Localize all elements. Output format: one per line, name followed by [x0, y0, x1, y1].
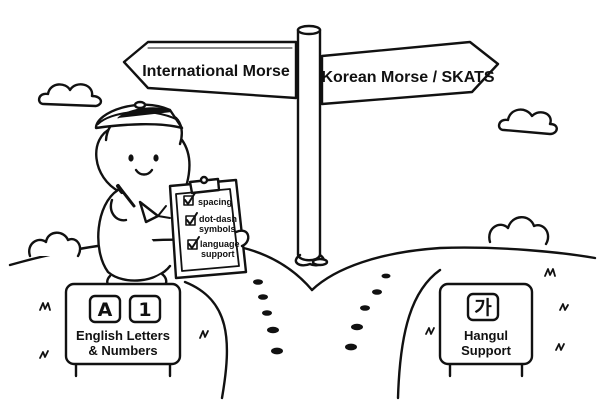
bush-left-icon: [28, 231, 82, 258]
english-board: [64, 282, 182, 378]
hangul-key-icon: 가: [474, 297, 492, 319]
left-direction-sign: [122, 40, 298, 100]
right-sign-label: Korean Morse / SKATS: [321, 69, 494, 86]
footprint-dots: [253, 273, 391, 355]
checklist-item-3-line-2: support: [201, 249, 235, 259]
checklist-item-2-line-1: dot-dash: [199, 214, 237, 224]
mascot-character: [94, 100, 191, 290]
checklist-item-1-line-1: spacing: [198, 197, 232, 207]
hangul-board-line-2: Support: [461, 343, 511, 358]
checklist-item-3-line-1: language: [200, 239, 240, 249]
number-key-icon: 1: [138, 299, 151, 321]
cloud-left-icon: [37, 83, 103, 108]
signpost: [294, 24, 329, 267]
right-direction-sign: [320, 40, 500, 106]
checklist-item-2: dot-dash symbols: [185, 212, 237, 234]
letter-key-icon: A: [98, 299, 113, 321]
cloud-right-icon: [497, 108, 558, 136]
checklist-item-1: spacing: [183, 192, 232, 207]
bush-right-icon: [488, 216, 550, 246]
checklist-item-2-line-2: symbols: [199, 224, 236, 234]
hangul-board-line-1: Hangul: [464, 328, 508, 343]
clipboard: [168, 175, 250, 280]
english-board-line-2: & Numbers: [88, 343, 157, 358]
checklist-item-3: language support: [187, 236, 240, 259]
left-sign-label: International Morse: [142, 63, 290, 80]
english-board-line-1: English Letters: [76, 328, 170, 343]
hangul-board: [438, 282, 534, 378]
